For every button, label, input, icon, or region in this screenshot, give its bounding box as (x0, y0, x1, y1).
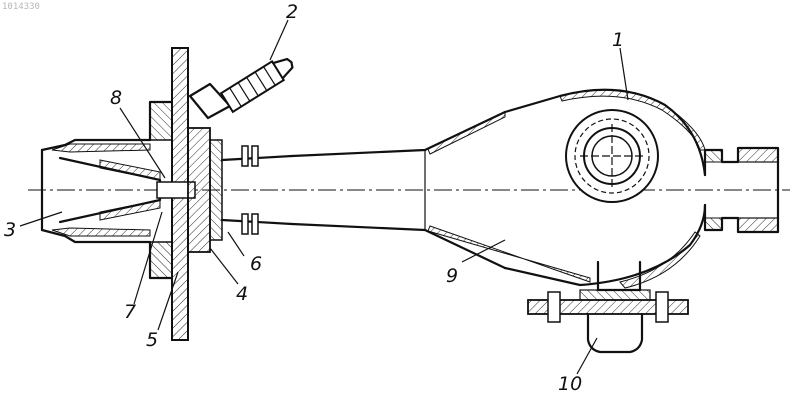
callout-3: 3 (4, 219, 16, 241)
callout-5: 5 (146, 329, 158, 351)
leader-lines (20, 20, 628, 374)
bottom-branch (528, 262, 688, 352)
callout-7: 7 (124, 301, 136, 323)
callout-10: 10 (558, 373, 582, 395)
flange-ring (188, 128, 222, 252)
watermark-text: 1014330 (2, 2, 40, 12)
body-housing (505, 90, 705, 288)
diffuser-cone (292, 112, 590, 282)
callout-1: 1 (612, 29, 624, 51)
callout-9: 9 (446, 265, 458, 287)
callout-8: 8 (110, 87, 122, 109)
callout-6: 6 (250, 253, 262, 275)
callout-2: 2 (286, 1, 298, 23)
nozzle-fitting (190, 53, 297, 118)
callout-4: 4 (236, 283, 248, 305)
